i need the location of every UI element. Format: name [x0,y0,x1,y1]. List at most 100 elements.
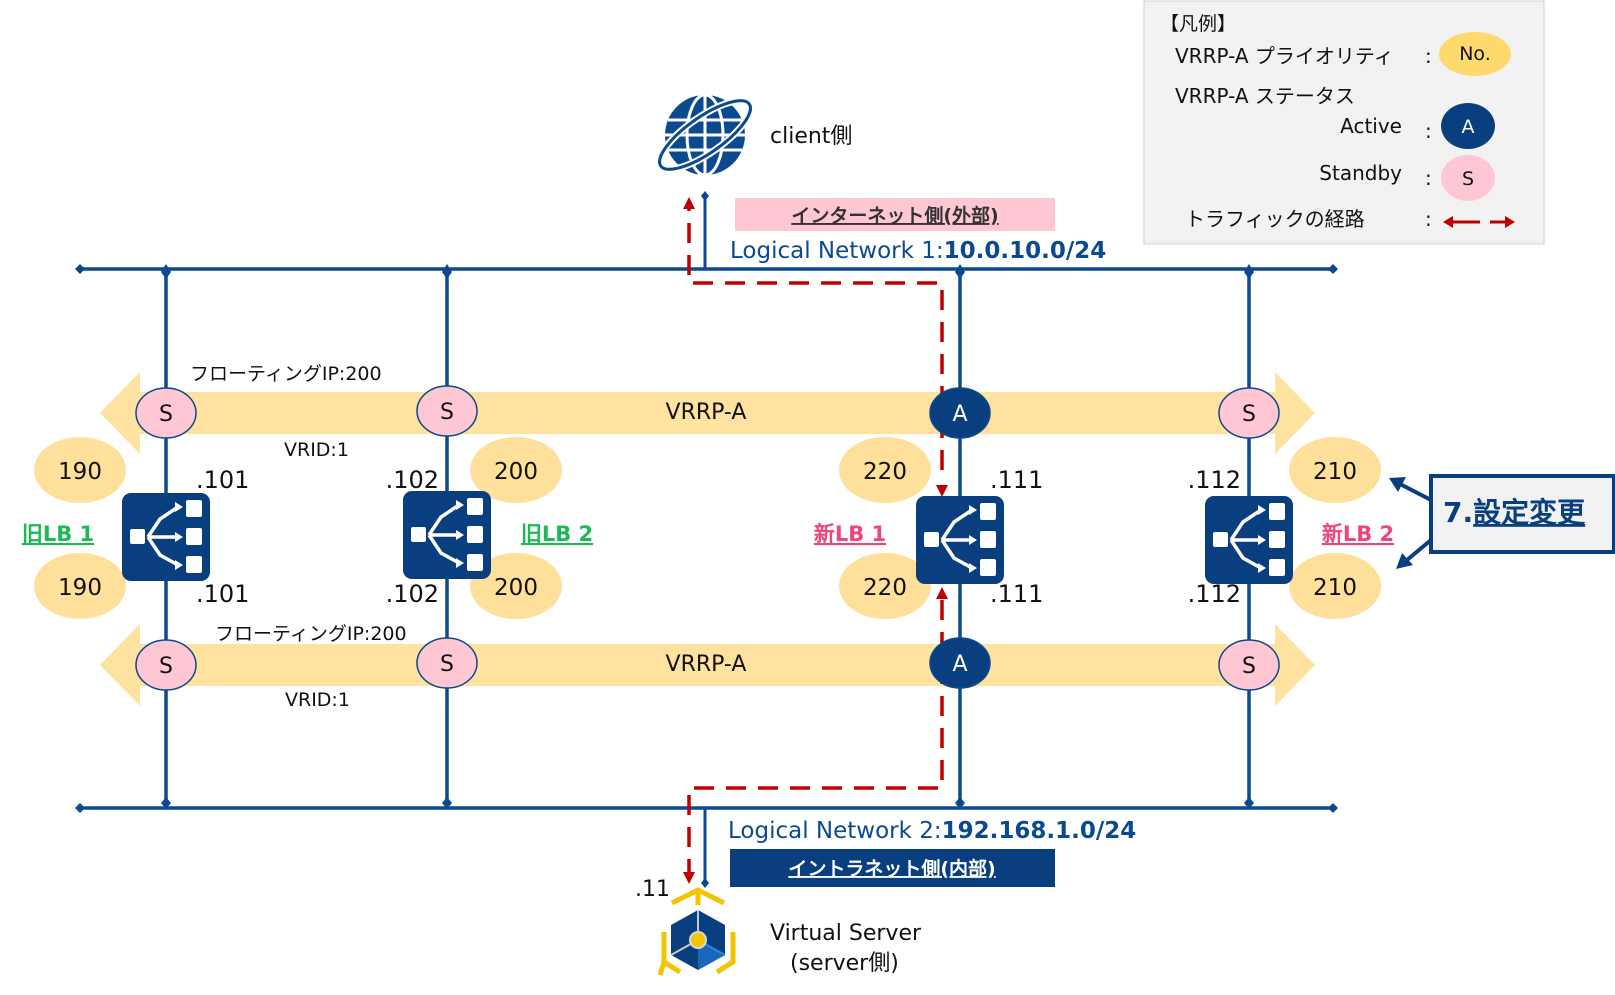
priority-badge [34,553,126,619]
legend-priority-label: VRRP-A プライオリティ [1175,44,1394,68]
lb-name-label: 旧LB 1 [22,522,94,546]
callout-number: 7. [1443,496,1473,529]
virtual-server-icon [657,887,736,976]
legend-status-label: VRRP-A ステータス [1175,84,1355,108]
priority-badge-text: 220 [863,459,907,485]
network1-label: Logical Network 1:10.0.10.0/24 [730,238,1106,264]
legend-active-badge [1441,103,1495,149]
callout-arrow-bottom [1405,538,1433,562]
legend-active-label: Active [1340,114,1402,138]
status-badge-text: S [440,400,454,425]
priority-badge [839,553,931,619]
priority-badge [470,437,562,503]
server-downlink [701,808,709,888]
callout-box [1429,474,1615,554]
status-badge-active [929,637,991,689]
lb-name-label: 新LB 2 [1322,522,1394,546]
lb-name-label: 新LB 1 [814,522,886,546]
bus-junction [161,797,171,809]
status-badge-standby [416,385,478,437]
status-badge-text: S [1242,654,1256,679]
legend: 【凡例】 VRRP-A プライオリティ : No. VRRP-A ステータス A… [1143,0,1545,245]
callout-arrowhead-icon [1396,553,1413,569]
bus-junction [1244,264,1254,279]
bus-junction [1244,797,1254,809]
status-badge-text: A [952,402,967,427]
legend-title: 【凡例】 [1160,13,1236,35]
priority-badge [34,437,126,503]
vrrp-lower-floating-ip: フローティングIP:200 [215,623,407,645]
priority-badge [1289,553,1381,619]
load-balancer-icon [403,491,491,579]
server-label-line2: (server側) [790,951,899,976]
network2-name: Logical Network 2: [728,818,942,844]
callout-label: 設定変更 [1473,496,1586,529]
legend-traffic-label: トラフィックの経路 [1185,207,1365,231]
legend-colon: : [1425,207,1432,231]
network1-name: Logical Network 1: [730,238,944,264]
lb-ip-lower: .102 [386,580,439,608]
network2-label: Logical Network 2:192.168.1.0/24 [728,818,1136,844]
status-badge-standby [416,637,478,689]
traffic-path-lower [687,600,944,872]
load-balancer-icon [122,493,210,581]
lb-ip-upper: .101 [196,466,249,494]
vrrp-band-upper [100,372,1315,454]
priority-badge [839,437,931,503]
legend-standby-badge-text: S [1462,168,1474,190]
legend-colon: : [1425,166,1432,190]
network1-cidr: 10.0.10.0/24 [944,238,1107,264]
priority-badge-text: 200 [494,459,538,485]
priority-badge-text: 220 [863,575,907,601]
status-badge-standby [1218,387,1280,439]
status-badge-standby [1218,639,1280,691]
priority-badge-text: 190 [58,575,102,601]
vrrp-band-lower [100,624,1315,706]
legend-colon: : [1425,44,1432,68]
load-balancer-icon [916,496,1004,584]
bus-junction [161,264,171,279]
legend-traffic-arrow-icon [1443,216,1515,228]
status-badge-active [929,387,991,439]
callout-arrowhead-icon [1389,477,1406,492]
bus-junction [955,797,965,809]
legend-standby-badge [1441,155,1495,201]
globe-icon [656,93,754,177]
status-badge-text: S [159,654,173,679]
network2-cidr: 192.168.1.0/24 [942,818,1137,844]
legend-priority-badge-text: No. [1459,43,1491,65]
priority-badge-text: 190 [58,459,102,485]
priority-badge [470,553,562,619]
traffic-arrowhead-icon [683,197,695,209]
lb-ip-lower: .112 [1188,580,1241,608]
status-badge-standby [135,387,197,439]
server-label-line1: Virtual Server [770,921,922,946]
callout-text: 7.設定変更 [1443,496,1586,529]
legend-active-badge-text: A [1462,116,1475,138]
lb-name-label: 旧LB 2 [521,522,593,546]
client-uplink [701,191,709,269]
traffic-arrowhead-icon [936,587,948,599]
bus-junction [955,264,965,279]
lb-ip-lower: .111 [990,580,1043,608]
status-badge-text: S [1242,402,1256,427]
vrrp-lower-vrid: VRID:1 [285,689,350,711]
internet-side-band [735,198,1055,231]
lb-uplinks [161,264,1254,809]
status-badge-standby [135,639,197,691]
bus-junction [442,797,452,809]
intranet-side-label: イントラネット側(内部) [788,857,995,880]
vrrp-lower-label: VRRP-A [666,652,747,677]
bus-junction [442,264,452,279]
client-label: client側 [770,124,852,149]
internet-side-label: インターネット側(外部) [791,204,998,227]
callout-settings-change: 7.設定変更 [1389,474,1615,569]
status-badge-text: S [159,402,173,427]
callout-arrow-top [1399,482,1432,502]
